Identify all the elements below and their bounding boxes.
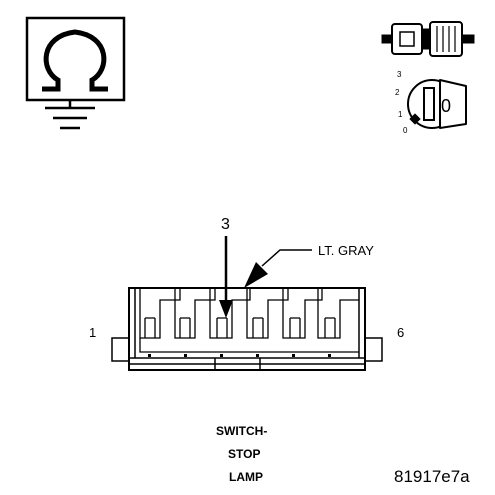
key-position-0: 0 xyxy=(403,126,408,135)
right-pin-label: 6 xyxy=(397,325,405,340)
pin-callout-arrow xyxy=(219,236,233,318)
component-name-line-1: SWITCH- xyxy=(216,424,268,438)
wire-color-label: LT. GRAY xyxy=(318,243,374,258)
key-position-2: 2 xyxy=(395,88,400,97)
pin-callout-label: 3 xyxy=(221,216,230,233)
left-pin-label: 1 xyxy=(89,325,97,340)
key-position-3: 3 xyxy=(397,70,402,79)
connector-body xyxy=(111,287,383,371)
ignition-key-icon xyxy=(407,79,467,129)
wire-color-leader xyxy=(244,249,312,288)
key-face-label: 0 xyxy=(441,96,452,116)
terminal-cavities xyxy=(139,288,359,353)
connector-plug-icon xyxy=(381,21,475,57)
figure-id: 81917e7a xyxy=(394,467,470,486)
component-name-line-2: STOP xyxy=(228,447,261,461)
component-name-line-3: LAMP xyxy=(229,470,263,484)
ohmmeter-ground-icon xyxy=(25,16,126,130)
key-position-1: 1 xyxy=(398,110,403,119)
